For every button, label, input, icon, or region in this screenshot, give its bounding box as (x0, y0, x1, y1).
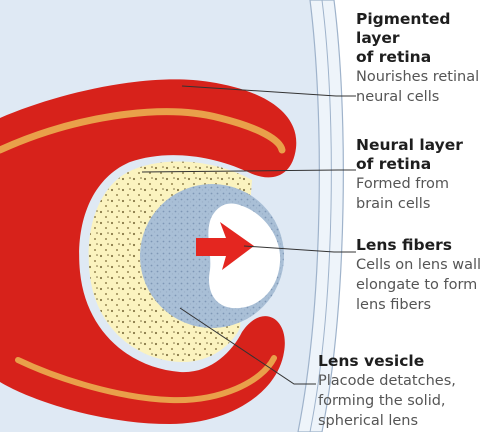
label-pigmented-desc-2: neural cells (356, 87, 496, 107)
label-pigmented-layer: Pigmented layer of retina Nourishes reti… (356, 10, 496, 107)
label-neural-layer: Neural layer of retina Formed from brain… (356, 136, 496, 214)
label-vesicle-desc-1: Placode detatches, (318, 371, 496, 391)
label-lens-fibers: Lens fibers Cells on lens wall elongate … (356, 236, 496, 315)
label-neural-desc-1: Formed from (356, 174, 496, 194)
label-fibers-desc-3: lens fibers (356, 295, 496, 315)
label-pigmented-title-1: Pigmented layer (356, 10, 496, 48)
label-fibers-desc-1: Cells on lens wall (356, 255, 496, 275)
label-lens-vesicle: Lens vesicle Placode detatches, forming … (318, 352, 496, 431)
label-pigmented-desc-1: Nourishes retinal (356, 67, 496, 87)
label-vesicle-desc-3: spherical lens (318, 411, 496, 431)
label-vesicle-title: Lens vesicle (318, 352, 496, 371)
label-fibers-title: Lens fibers (356, 236, 496, 255)
label-vesicle-desc-2: forming the solid, (318, 391, 496, 411)
label-neural-desc-2: brain cells (356, 194, 496, 214)
label-fibers-desc-2: elongate to form (356, 275, 496, 295)
label-neural-title-2: of retina (356, 155, 496, 174)
label-neural-title-1: Neural layer (356, 136, 496, 155)
label-pigmented-title-2: of retina (356, 48, 496, 67)
